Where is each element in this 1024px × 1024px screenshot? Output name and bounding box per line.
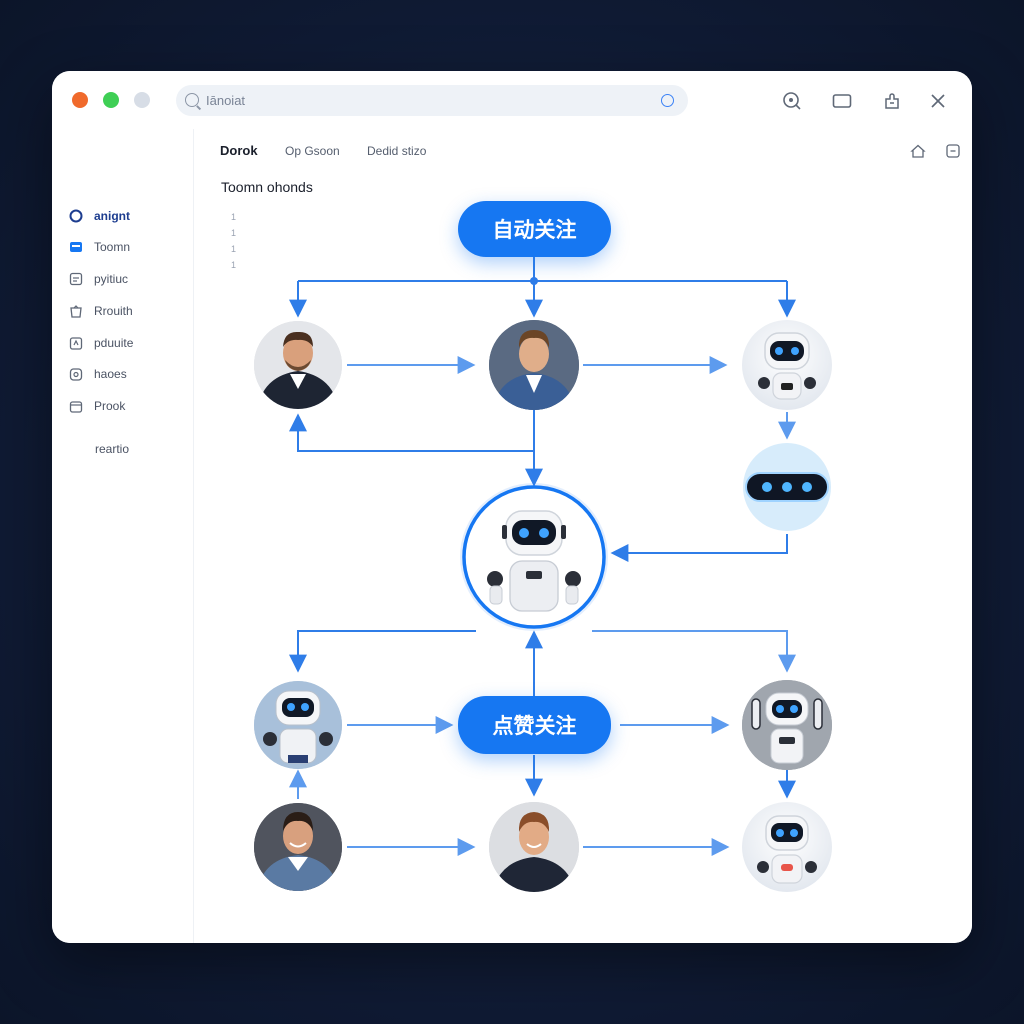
loop-connectors [289, 410, 796, 562]
close-icon[interactable] [928, 91, 948, 111]
tick-label: 1 [231, 228, 237, 238]
row3-arrows [347, 716, 730, 856]
central-robot-hub[interactable] [460, 483, 608, 631]
sidebar-item-label: haoes [94, 367, 127, 381]
sidebar-item-label: Toomn [94, 240, 131, 254]
voice-icon[interactable] [661, 94, 674, 107]
avatar-person-1[interactable] [252, 321, 344, 411]
avatar-person-3[interactable] [252, 803, 344, 893]
avatar-person-2[interactable] [488, 320, 580, 413]
tick-label: 1 [231, 260, 237, 270]
avatar-robot-2[interactable] [252, 681, 344, 769]
top-connectors [289, 257, 796, 318]
box-icon [69, 399, 83, 413]
avatar-robot-1[interactable] [742, 320, 832, 410]
sidebar-item-0[interactable]: anignt [69, 206, 189, 226]
sidebar-footer-link[interactable]: reartio [95, 442, 130, 456]
sidebar-item-3[interactable]: Rrouith [69, 301, 189, 321]
sidebar-item-6[interactable]: Prook [69, 396, 189, 416]
chat-bubble-node[interactable] [743, 443, 831, 531]
sidebar-item-label: Rrouith [94, 304, 133, 318]
tick-label: 1 [231, 212, 237, 222]
sidebar-item-4[interactable]: pduuite [69, 333, 189, 353]
avatar-person-4[interactable] [488, 802, 580, 895]
sidebar-item-label: pduuite [94, 336, 134, 350]
minimize-window-button[interactable] [134, 92, 150, 108]
circle-icon [69, 209, 83, 223]
section-title: Toomn ohonds [221, 179, 313, 195]
clip-icon [69, 336, 83, 350]
puzzle-icon[interactable] [882, 91, 902, 111]
avatar-robot-4[interactable] [742, 802, 832, 892]
lower-connectors [289, 630, 796, 799]
sidebar-item-2[interactable]: pyitiuc [69, 269, 189, 289]
sidebar: anignt Toomn pyitiuc Rrouith pduuite hao… [52, 129, 194, 943]
tab-0[interactable]: Dorok [220, 143, 258, 158]
home-icon[interactable] [910, 143, 926, 159]
avatar-robot-3[interactable] [742, 680, 834, 772]
auto-follow-button[interactable]: 自动关注 [458, 201, 611, 257]
tab-1[interactable]: Op Gsoon [285, 144, 340, 158]
search-bar[interactable] [176, 85, 688, 116]
tick-marks: 1 1 1 1 [231, 209, 236, 273]
card-icon [69, 240, 83, 254]
flow-diagram [252, 257, 834, 895]
title-bar [52, 71, 972, 129]
sidebar-item-1[interactable]: Toomn [69, 237, 189, 257]
sidebar-item-label: anignt [94, 209, 130, 223]
junction-dot [530, 277, 538, 285]
like-follow-button[interactable]: 点赞关注 [458, 696, 611, 754]
minus-box-icon[interactable] [945, 143, 961, 159]
search-icon [185, 93, 199, 107]
maximize-window-button[interactable] [103, 92, 119, 108]
app-window: anignt Toomn pyitiuc Rrouith pduuite hao… [52, 71, 972, 943]
search-input[interactable] [206, 85, 646, 116]
sidebar-item-label: Prook [94, 399, 126, 413]
refresh-icon [69, 367, 83, 381]
close-window-button[interactable] [72, 92, 88, 108]
sidebar-item-label: pyitiuc [94, 272, 129, 286]
window-icon[interactable] [832, 91, 852, 111]
tab-2[interactable]: Dedid stizo [367, 144, 427, 158]
bag-icon [69, 304, 83, 318]
doc-icon [69, 272, 83, 286]
tick-label: 1 [231, 244, 237, 254]
zoom-icon[interactable] [782, 91, 802, 111]
sidebar-item-5[interactable]: haoes [69, 364, 189, 384]
